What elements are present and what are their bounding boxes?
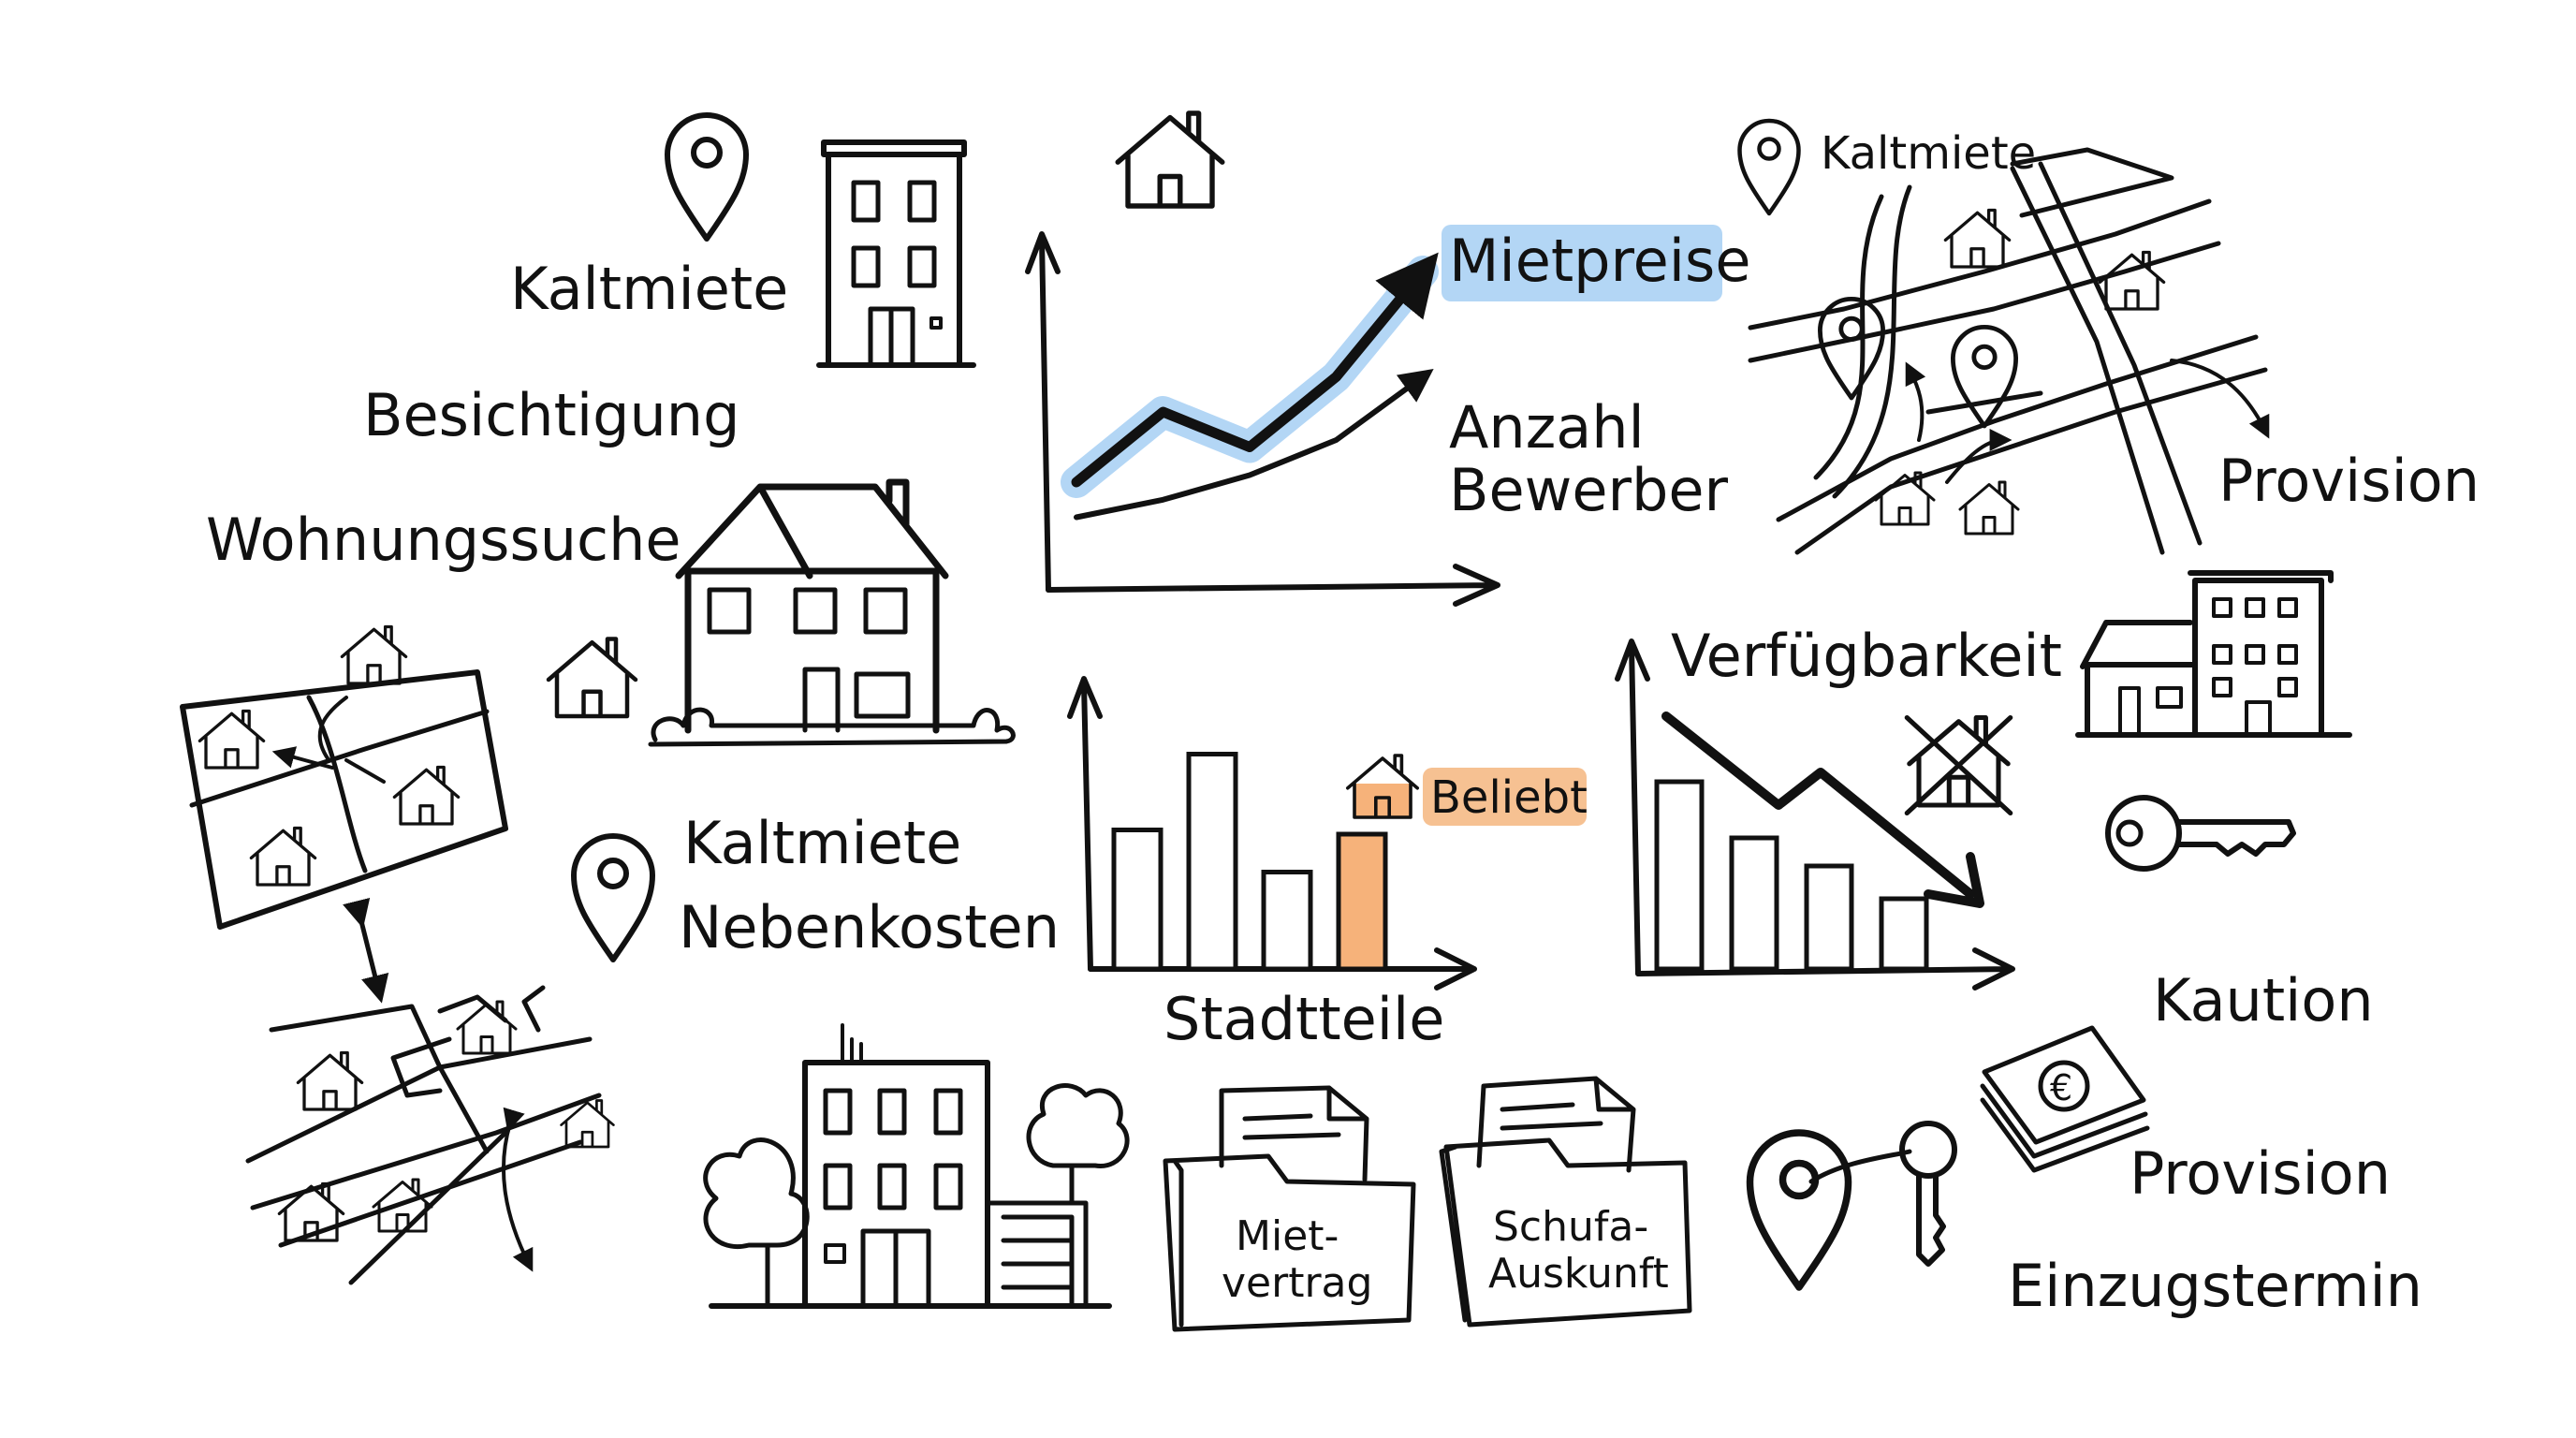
highlight-beliebt — [1423, 768, 1587, 826]
key-icon — [1808, 1121, 1957, 1267]
label-nebenkosten: Nebenkosten — [679, 893, 1060, 961]
verfuegbarkeit-bar-2 — [1729, 835, 1779, 972]
label-stadtteile: Stadtteile — [1164, 985, 1444, 1053]
verfuegbarkeit-bar-4 — [1879, 896, 1929, 972]
stadtteile-bar-3 — [1261, 870, 1313, 972]
bar-chart-stadtteile — [1067, 676, 1477, 990]
line-chart-y-axis — [1025, 231, 1061, 593]
connector-arrow — [343, 897, 389, 1004]
location-pin-icon — [1740, 121, 1799, 213]
line-chart-x-axis — [1046, 564, 1500, 607]
map-icon — [180, 624, 508, 930]
label-provision-top-right: Provision — [2218, 447, 2480, 515]
label-vertrag: vertrag — [1222, 1259, 1372, 1307]
stadtteile-bar-1 — [1111, 828, 1164, 972]
apartment-building-icon — [2075, 570, 2352, 738]
label-beliebt: Beliebt — [1430, 771, 1588, 824]
label-anzahl: Anzahl — [1449, 393, 1645, 462]
house-icon — [1346, 754, 1419, 819]
down-trend-arrow — [1661, 712, 1984, 908]
bar-chart-y-axis — [1615, 638, 1650, 976]
house-icon — [648, 478, 1016, 747]
label-kaution: Kaution — [2153, 966, 2374, 1034]
stadtteile-bar-4 — [1336, 831, 1388, 972]
label-provision-bottom: Provision — [2130, 1139, 2391, 1208]
label-kaltmiete-mid: Kaltmiete — [683, 809, 961, 877]
label-miet: Miet- — [1236, 1212, 1339, 1260]
house-icon — [1118, 113, 1222, 206]
line-series-mietpreise — [1071, 252, 1439, 488]
stadtteile-bar-2 — [1186, 752, 1238, 972]
apartment-building-icon — [816, 139, 976, 368]
folder-document-icon — [1163, 1085, 1416, 1332]
label-schufa: Schufa- — [1493, 1203, 1648, 1251]
label-kaltmiete-top-left: Kaltmiete — [510, 255, 788, 323]
bar-chart-verfuegbarkeit — [1615, 638, 2015, 990]
label-besichtigung: Besichtigung — [363, 381, 739, 449]
tree-icon — [703, 1137, 810, 1309]
folder-document-icon — [1439, 1076, 1692, 1328]
location-pin-icon — [574, 836, 652, 960]
label-wohnungssuche: Wohnungssuche — [206, 506, 681, 574]
line-series-anzahl-bewerber — [1074, 369, 1434, 521]
house-icon — [549, 639, 636, 717]
crossed-house-icon — [1904, 714, 2013, 816]
verfuegbarkeit-bar-3 — [1804, 863, 1854, 972]
label-kaltmiete-top-right: Kaltmiete — [1821, 127, 2036, 180]
apartment-building-icon — [709, 1023, 1112, 1309]
euro-symbol: € — [2050, 1067, 2072, 1108]
location-pin-icon — [1750, 1133, 1849, 1287]
line-chart — [1025, 231, 1500, 607]
map-icon — [245, 985, 615, 1285]
label-einzugstermin: Einzugstermin — [2008, 1252, 2422, 1320]
label-verfuegbarkeit: Verfügbarkeit — [1671, 622, 2062, 690]
money-icon: € — [1980, 1025, 2150, 1173]
label-auskunft: Auskunft — [1488, 1250, 1669, 1298]
verfuegbarkeit-bar-1 — [1654, 779, 1705, 972]
tree-icon — [1026, 1083, 1130, 1206]
label-mietpreise: Mietpreise — [1449, 227, 1750, 295]
label-bewerber: Bewerber — [1449, 456, 1729, 524]
map-icon — [1748, 147, 2270, 555]
bar-chart-y-axis — [1067, 676, 1103, 972]
highlight-mietpreise — [1442, 225, 1722, 301]
key-icon — [2105, 795, 2296, 872]
location-pin-icon — [667, 115, 746, 239]
